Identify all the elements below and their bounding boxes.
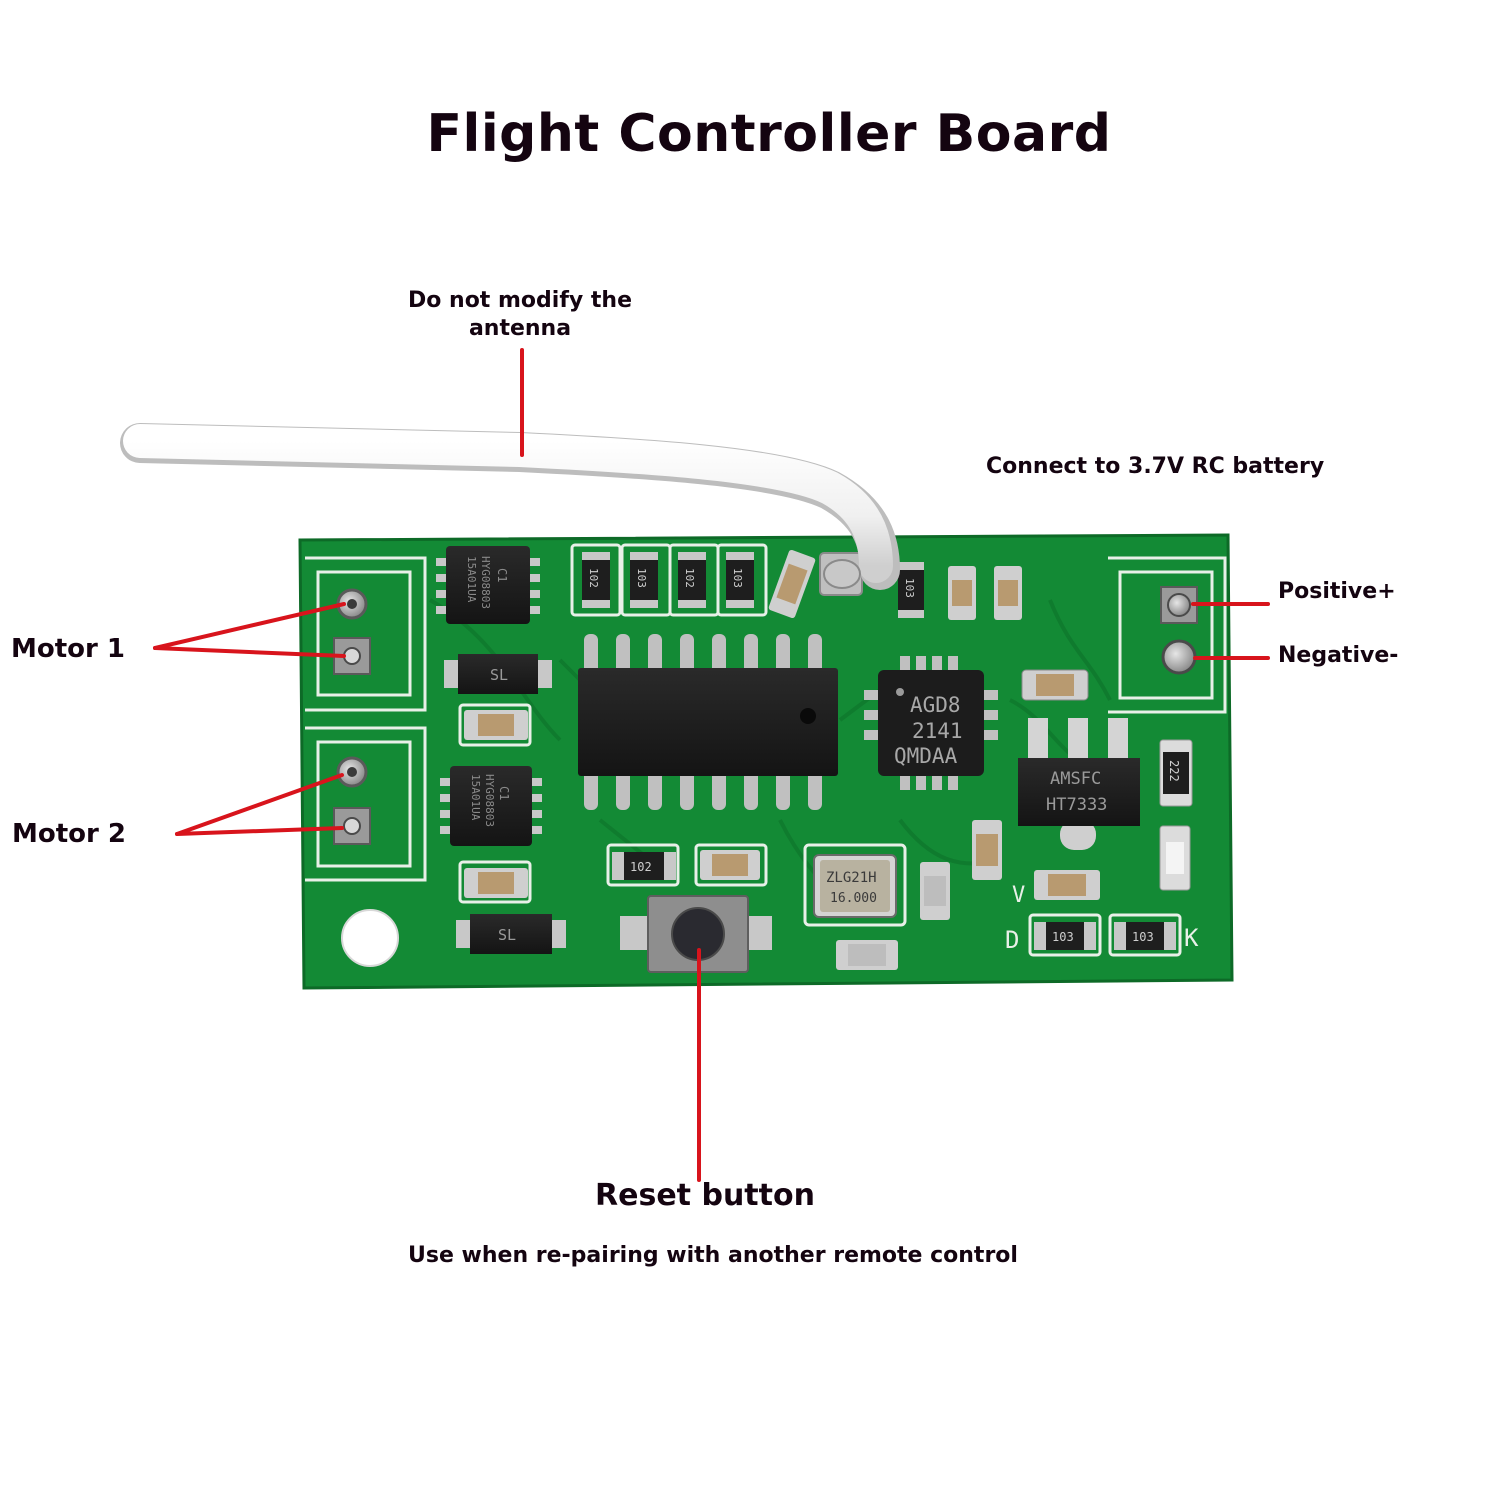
mosfet-top-mark2: HYG08803 [479, 556, 492, 609]
motor1-callout-line-b [153, 646, 346, 658]
diode-bottom-mark: SL [498, 926, 516, 944]
resistor-r7-mark: 102 [630, 860, 652, 874]
mosfet-bottom-mark2: HYG08803 [483, 774, 496, 827]
diode-bottom: SL [456, 914, 566, 954]
resistor-r3-mark: 102 [683, 568, 696, 588]
motor1-callout: Motor 1 [11, 634, 125, 664]
motor2-callout: Motor 2 [12, 819, 126, 849]
antenna-callout: Do not modify the antenna [408, 288, 632, 341]
silkscreen-k: K [1184, 924, 1199, 952]
motor2-callout-line-a [175, 773, 344, 836]
resistor-r9-mark: 103 [1132, 930, 1154, 944]
resistor-r1-mark: 102 [587, 568, 600, 588]
mounting-hole [341, 909, 399, 967]
mosfet-chip-bottom: C1 HYG08803 15A01UA [440, 766, 542, 846]
imu-mark2: 2141 [912, 719, 963, 743]
resistor-r8-mark: 103 [1052, 930, 1074, 944]
mosfet-top-mark3: 15A01UA [465, 556, 478, 603]
reset-button-switch [620, 895, 772, 973]
imu-chip: AGD8 2141 QMDAA [864, 656, 998, 790]
resistor-r5-mark: 103 [903, 578, 916, 598]
mosfet-top-mark1: C1 [495, 568, 509, 582]
mosfet-bottom-mark1: C1 [497, 786, 511, 800]
motor2-pads [333, 756, 371, 845]
antenna-wire [120, 423, 900, 590]
resistor-r4-mark: 103 [731, 568, 744, 588]
silkscreen-d: D [1005, 926, 1019, 954]
imu-mark1: AGD8 [910, 693, 961, 717]
battery-pads [1160, 586, 1198, 675]
battery-callout: Connect to 3.7V RC battery [986, 454, 1325, 479]
positive-callout: Positive+ [1278, 579, 1396, 604]
reset-note: Use when re-pairing with another remote … [408, 1243, 1018, 1268]
crystal-oscillator: ZLG21H 16.000 [813, 854, 897, 918]
imu-mark3: QMDAA [894, 744, 958, 768]
voltage-regulator: AMSFC HT7333 [1018, 718, 1140, 850]
diode-top: SL [444, 654, 552, 694]
reset-callout: Reset button [595, 1178, 815, 1213]
negative-callout: Negative- [1278, 643, 1399, 668]
crystal-mark1: ZLG21H [826, 870, 877, 886]
regulator-mark2: HT7333 [1046, 795, 1107, 815]
crystal-mark2: 16.000 [830, 891, 877, 906]
main-microcontroller [578, 634, 838, 810]
regulator-mark1: AMSFC [1050, 769, 1101, 789]
motor1-callout-line-a [153, 602, 346, 650]
silkscreen-v: V [1012, 883, 1025, 908]
resistor-r6-mark: 222 [1167, 760, 1181, 782]
mosfet-bottom-mark3: 15A01UA [469, 774, 482, 821]
diode-top-mark: SL [490, 666, 508, 684]
resistor-r2-mark: 103 [635, 568, 648, 588]
mosfet-chip-top: C1 HYG08803 15A01UA [436, 546, 540, 624]
motor2-callout-line-b [175, 826, 344, 836]
page-title: Flight Controller Board [426, 104, 1112, 164]
